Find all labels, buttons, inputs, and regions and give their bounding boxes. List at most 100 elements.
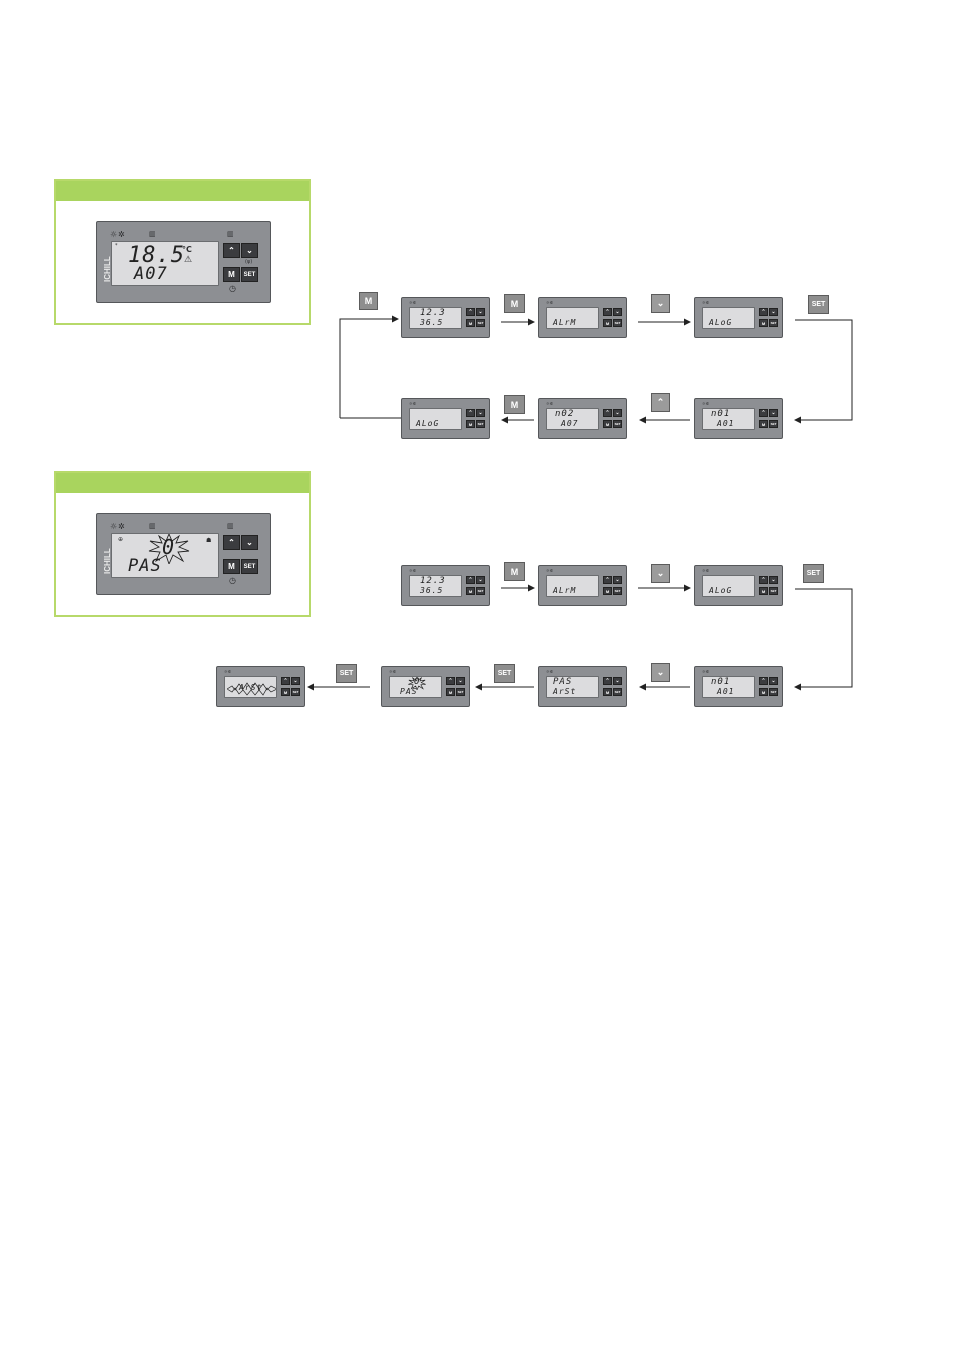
clock-icon: ◷: [229, 284, 236, 293]
set-button[interactable]: SET: [241, 559, 258, 574]
mini-controller: ☼✲ n01 A01 ⌃ ⌄ M SET: [694, 398, 783, 439]
m-key-icon: M: [359, 292, 378, 310]
up-button[interactable]: ⌃: [223, 243, 240, 258]
mini-set-button: SET: [476, 587, 485, 595]
panel-box-1: ICHILL ☼ ✲ ▥ ▥ 18.5 °C ⚠ A07 * ⌃ ⌄ (ψ) M…: [54, 179, 311, 325]
down-button[interactable]: ⌄: [241, 243, 258, 258]
mini-line-2: ALrM: [553, 318, 577, 327]
mini-m-button: M: [759, 587, 768, 595]
lcd-display: 18.5 °C ⚠ A07 *: [111, 241, 219, 286]
mini-controller: ☼✲ n01 A01 ⌃ ⌄ M SET: [694, 666, 783, 707]
compressor-icon: ☼: [110, 522, 118, 531]
m-key-icon: M: [504, 562, 525, 581]
mini-up-button: ⌃: [603, 409, 612, 417]
mini-line-2: ArSt: [553, 687, 577, 696]
mini-down-button: ⌄: [613, 576, 622, 584]
mini-set-button: SET: [769, 319, 778, 327]
unit-label: °C: [182, 245, 192, 254]
blink-burst-icon: [148, 534, 190, 564]
mini-m-button: M: [759, 319, 768, 327]
lcd-display: 0 PAS ⊕ ☗: [111, 533, 219, 578]
mini-down-button: ⌄: [476, 308, 485, 316]
mini-set-button: SET: [613, 319, 622, 327]
mini-up-button: ⌃: [603, 576, 612, 584]
down-button[interactable]: ⌄: [241, 535, 258, 550]
down-arrow-key-icon: ⌄: [651, 564, 670, 583]
mini-lcd: 0 PAS: [389, 676, 442, 698]
warning-icon: ⚠: [184, 255, 193, 265]
mini-set-button: SET: [613, 420, 622, 428]
controller-device: ICHILL ☼ ✲ ▥ ▥ 0 PAS ⊕ ☗ ⌃ ⌄ M SET ◷: [96, 513, 271, 595]
blink-burst-icon: [227, 682, 276, 696]
mini-set-button: SET: [456, 688, 465, 696]
mini-lcd: 12.3 36.5: [409, 575, 462, 597]
panel-box-2: ICHILL ☼ ✲ ▥ ▥ 0 PAS ⊕ ☗ ⌃ ⌄ M SET ◷: [54, 471, 311, 617]
mini-controller: ☼✲ 0 PAS ⌃ ⌄ M SET: [381, 666, 470, 707]
status-icons: ☼✲: [409, 401, 416, 406]
mini-line-2: A01: [717, 687, 735, 696]
tool-icon: ☗: [206, 537, 212, 544]
mini-up-button: ⌃: [466, 308, 475, 316]
panel-header-bar: [56, 181, 309, 201]
status-icons: ☼✲: [224, 669, 231, 674]
mini-m-button: M: [603, 420, 612, 428]
status-icons: ☼✲: [546, 300, 553, 305]
set-key-icon: SET: [336, 664, 357, 683]
mini-up-button: ⌃: [603, 677, 612, 685]
mini-controller: ☼✲ ALrM ⌃ ⌄ M SET: [538, 297, 627, 338]
up-button[interactable]: ⌃: [223, 535, 240, 550]
mini-line-2: A07: [561, 419, 579, 428]
mini-line-1: n01: [711, 677, 731, 687]
mini-down-button: ⌄: [769, 677, 778, 685]
mini-up-button: ⌃: [759, 576, 768, 584]
set-key-icon: SET: [803, 564, 824, 583]
mini-set-button: SET: [291, 688, 300, 696]
set-button[interactable]: SET: [241, 267, 258, 282]
mode-button[interactable]: M: [223, 559, 240, 574]
mini-controller: ☼✲ 12.3 36.5 ⌃ ⌄ M SET: [401, 565, 490, 606]
mini-m-button: M: [603, 587, 612, 595]
blink-burst-icon: [408, 677, 426, 690]
status-icons: ☼✲: [389, 669, 396, 674]
mini-m-button: M: [466, 587, 475, 595]
mini-m-button: M: [759, 688, 768, 696]
mini-up-button: ⌃: [759, 308, 768, 316]
mini-line-2: 36.5: [420, 586, 444, 595]
mini-down-button: ⌄: [456, 677, 465, 685]
status-icons: ☼✲: [409, 568, 416, 573]
mini-line-1: n02: [555, 409, 575, 419]
mini-down-button: ⌄: [613, 677, 622, 685]
mini-m-button: M: [466, 319, 475, 327]
mini-up-button: ⌃: [281, 677, 290, 685]
mini-controller: ☼✲ ALoG ⌃ ⌄ M SET: [401, 398, 490, 439]
mini-down-button: ⌄: [613, 409, 622, 417]
mini-line-2: ALoG: [709, 586, 733, 595]
mini-controller: ☼✲ 12.3 36.5 ⌃ ⌄ M SET: [401, 297, 490, 338]
mini-up-button: ⌃: [466, 409, 475, 417]
mini-line-2: PAS: [400, 687, 418, 696]
mode-button[interactable]: M: [223, 267, 240, 282]
mini-m-button: M: [281, 688, 290, 696]
mini-m-button: M: [759, 420, 768, 428]
display-line-2: PAS: [128, 556, 162, 576]
mini-up-button: ⌃: [603, 308, 612, 316]
display-line-1: 0: [162, 535, 176, 559]
mini-controller: ☼✲ ArSt ⌃ ⌄ M SET: [216, 666, 305, 707]
settings-icon: ⊕: [118, 536, 124, 543]
mini-m-button: M: [466, 420, 475, 428]
set-key-icon: SET: [808, 295, 829, 314]
standby-icon: (ψ): [245, 259, 253, 265]
mini-down-button: ⌄: [476, 576, 485, 584]
controller-device: ICHILL ☼ ✲ ▥ ▥ 18.5 °C ⚠ A07 * ⌃ ⌄ (ψ) M…: [96, 221, 271, 303]
mini-lcd: n02 A07: [546, 408, 599, 430]
fan-icon: ✲: [118, 230, 125, 239]
status-icons: ☼✲: [702, 401, 709, 406]
mini-line-2: A01: [717, 419, 735, 428]
mini-m-button: M: [603, 319, 612, 327]
mini-lcd: ALrM: [546, 307, 599, 329]
mini-controller: ☼✲ PAS ArSt ⌃ ⌄ M SET: [538, 666, 627, 707]
mini-line-1: n01: [711, 409, 731, 419]
mini-set-button: SET: [476, 319, 485, 327]
mini-line-2: 36.5: [420, 318, 444, 327]
compressor-icon: ☼: [110, 230, 118, 239]
